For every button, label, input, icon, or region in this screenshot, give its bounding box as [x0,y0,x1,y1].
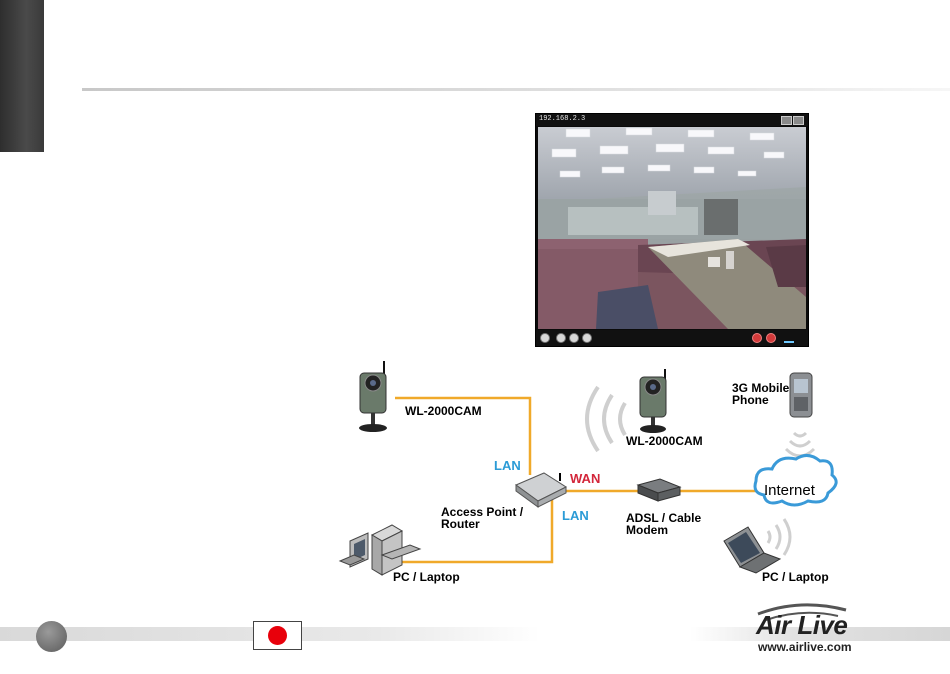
wan-label: WAN [570,473,600,485]
camera-left-label: WL-2000CAM [405,405,482,417]
camera-right-label: WL-2000CAM [626,435,703,447]
flag-sun [268,626,287,645]
wireless-arcs-camera [587,387,625,451]
router-icon [516,473,566,507]
camera-viewer: 192.168.2.3 [535,113,809,347]
record-icon[interactable] [752,333,762,343]
japan-flag-icon [253,621,302,650]
camera-right-icon [640,369,666,433]
mobile-phone-label: 3G Mobile Phone [732,382,789,406]
play-icon[interactable] [556,333,566,343]
signal-icon [784,335,794,343]
brand-name: Air Live [756,610,847,641]
network-diagram: WL-2000CAM WL-2000CAM 3G Mobile Phone LA… [320,355,840,595]
laptop-right-icon [724,527,780,573]
pc-left-label: PC / Laptop [393,571,460,583]
camera-video-frame [538,127,806,329]
viewer-ip-address: 192.168.2.3 [539,115,585,123]
modem-icon [638,479,680,501]
mobile-phone-icon [790,373,812,417]
pc-left-icon [340,525,420,575]
viewer-title-bar: 192.168.2.3 [536,114,808,126]
page-number-circle [36,621,67,652]
stop-icon[interactable] [582,333,592,343]
close-icon[interactable] [793,116,804,125]
viewer-control-bar [536,330,808,346]
wireless-arcs-laptop [768,519,790,555]
header-rule [82,88,950,91]
camera-left-icon [359,361,387,432]
modem-label: ADSL / Cable Modem [626,512,701,536]
lan-bottom-label: LAN [562,510,589,522]
pause-icon[interactable] [569,333,579,343]
internet-label: Internet [764,482,815,499]
side-tab [0,0,44,152]
minimize-icon[interactable] [781,116,792,125]
pc-right-label: PC / Laptop [762,571,829,583]
zoom-icon[interactable] [540,333,550,343]
lan-top-label: LAN [494,460,521,472]
snapshot-icon[interactable] [766,333,776,343]
brand-url: www.airlive.com [758,640,852,654]
router-label: Access Point / Router [441,506,523,530]
wireless-arcs-phone [786,433,814,456]
